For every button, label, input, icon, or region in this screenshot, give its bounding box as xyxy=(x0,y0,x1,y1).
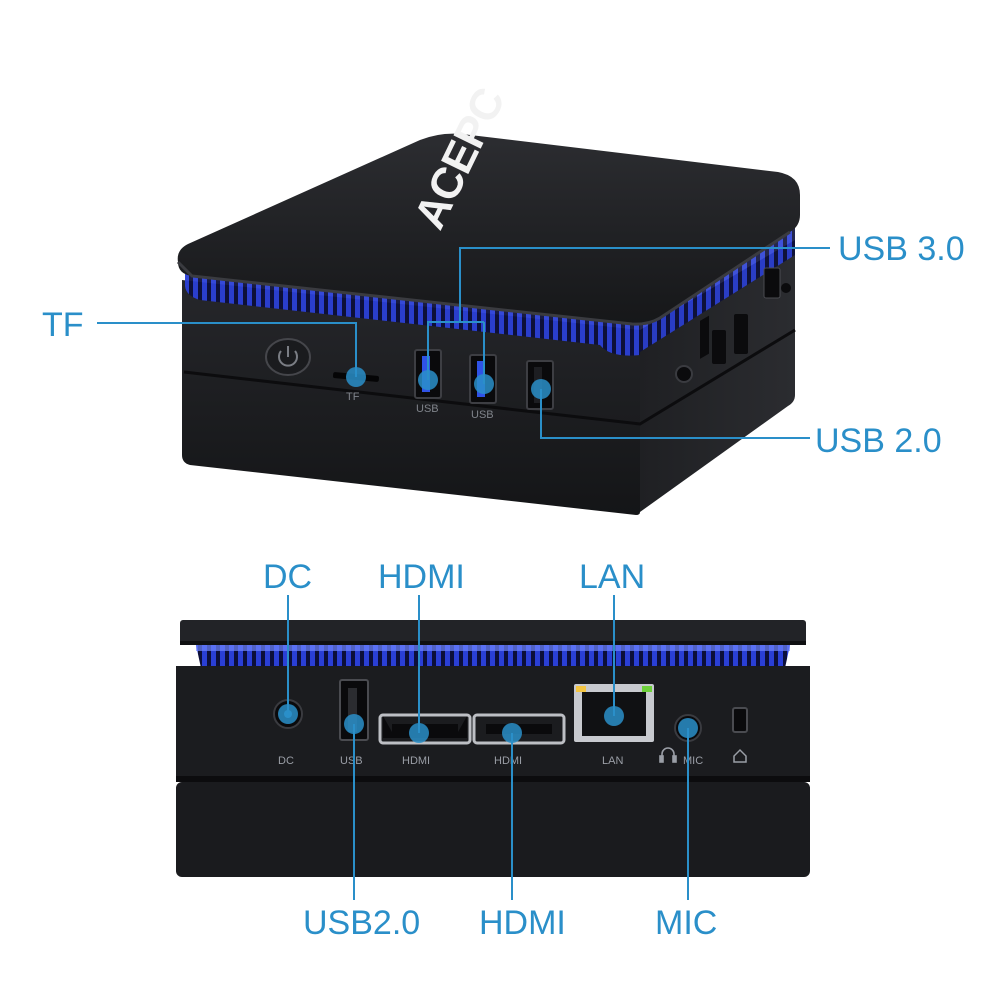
label-hdmi-top: HDMI xyxy=(378,558,465,596)
usb-print-1: USB xyxy=(416,403,439,415)
tf-slot-print: TF xyxy=(346,391,360,403)
label-lan: LAN xyxy=(579,558,645,596)
power-button-icon[interactable] xyxy=(265,338,311,376)
label-hdmi-bottom: HDMI xyxy=(479,904,566,942)
rear-device: DC USB HDMI HDMI LAN xyxy=(176,620,810,877)
front-lid-top xyxy=(177,133,800,325)
headphone-icon xyxy=(659,747,677,763)
rear-lid xyxy=(180,620,806,645)
label-usb30: USB 3.0 xyxy=(838,230,965,268)
kensington-lock-icon[interactable] xyxy=(732,707,748,763)
mic-print: MIC xyxy=(683,755,703,767)
front-device: ACEPC TF USB USB xyxy=(176,81,800,515)
led-band-front xyxy=(185,270,640,356)
usb-print-2: USB xyxy=(471,409,494,421)
hdmi-print-2: HDMI xyxy=(494,755,522,767)
front-callout-lines xyxy=(97,247,830,439)
rear-callout-lines xyxy=(287,595,689,900)
label-dc: DC xyxy=(263,558,312,596)
label-tf: TF xyxy=(42,306,84,344)
label-usb20-rear: USB2.0 xyxy=(303,904,420,942)
dc-print: DC xyxy=(278,755,294,767)
label-mic: MIC xyxy=(655,904,717,942)
usb-rear-print: USB xyxy=(340,755,363,767)
label-usb20-front: USB 2.0 xyxy=(815,422,942,460)
led-band-right xyxy=(640,225,795,352)
lan-print: LAN xyxy=(602,755,623,767)
rear-upper-body xyxy=(176,666,810,776)
hdmi-print-1: HDMI xyxy=(402,755,430,767)
rear-lower-body xyxy=(176,782,810,877)
